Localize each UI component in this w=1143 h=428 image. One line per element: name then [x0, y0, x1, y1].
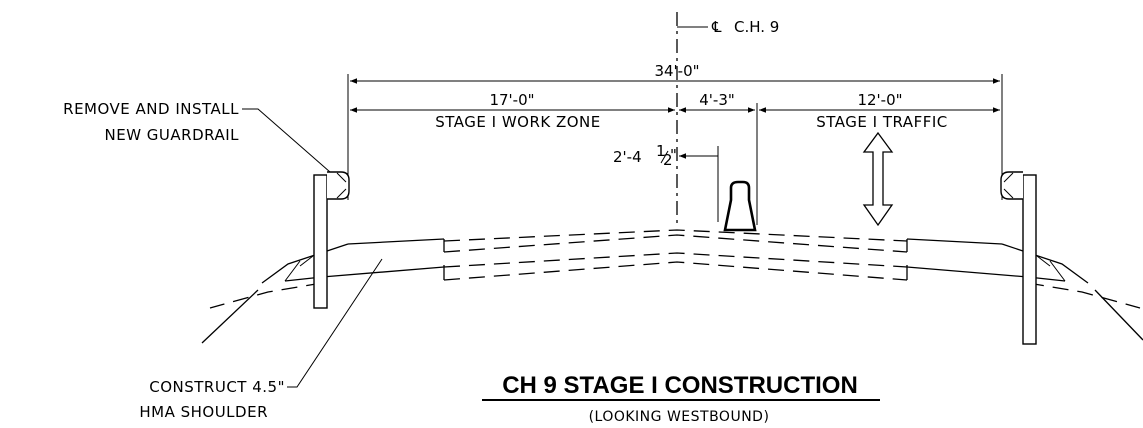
shoulder-slope-left-top [261, 243, 349, 284]
embankment-right-dashed [1027, 282, 1141, 309]
fraction-slash [660, 150, 669, 164]
barrier-to-centerline-fraction-numerator: 1 [656, 142, 666, 160]
embankment-right-slope [1094, 289, 1143, 341]
pavement-top-left [347, 238, 445, 245]
guardrail-beam-right-corrugation-1 [1003, 172, 1014, 183]
shoulder-slope-right-top [1001, 243, 1089, 284]
shoulder-hatch-left-1 [284, 260, 301, 282]
barrier-to-centerline-text: 2'-4 [613, 148, 642, 166]
guardrail-beam-left-corrugation-1 [336, 172, 347, 183]
work-zone-label: STAGE I WORK ZONE [435, 113, 601, 131]
traffic-direction-arrow [862, 131, 894, 227]
shoulder-note-line1: CONSTRUCT 4.5" [149, 378, 285, 396]
traffic-label: STAGE I TRAFFIC [816, 113, 947, 131]
proposed-base-line-2 [443, 261, 908, 281]
work-zone-dimension-text: 17'-0" [489, 91, 534, 109]
barrier-offset-dimension-text: 4'-3" [699, 91, 735, 109]
guardrail-beam-right [1000, 171, 1023, 200]
guardrail-note-line2: NEW GUARDRAIL [105, 126, 240, 144]
guardrail-beam-left-corrugation-2 [336, 188, 347, 199]
barrier-to-centerline-fraction-denominator: 2 [663, 151, 673, 169]
guardrail-note-leader [242, 108, 331, 173]
concrete-barrier [723, 180, 757, 232]
overall-dimension-text: 34'-0" [654, 62, 699, 80]
barrier-to-centerline-inch-mark: " [670, 146, 677, 164]
guardrail-note-line1: REMOVE AND INSTALL [63, 100, 239, 118]
shoulder-hatch-right-1 [1049, 260, 1066, 282]
guardrail-beam-left [327, 171, 350, 200]
shoulder-note-line2: HMA SHOULDER [139, 403, 268, 421]
embankment-left-dashed [209, 282, 323, 309]
traffic-dimension-text: 12'-0" [857, 91, 902, 109]
guardrail-post-right [1022, 174, 1037, 345]
centerline-label: C.H. 9 [734, 18, 779, 36]
shoulder-hatch-right-2 [1036, 255, 1051, 267]
pavement-bottom-right [906, 266, 1029, 278]
shoulder-hatch-left-2 [299, 255, 314, 267]
drawing-title: CH 9 STAGE I CONSTRUCTION [502, 372, 858, 399]
proposed-surface-line-1 [443, 229, 908, 242]
shoulder-note-leader [287, 258, 383, 388]
guardrail-post-left [313, 174, 328, 309]
pavement-top-right [906, 238, 1003, 245]
proposed-surface-line-2 [443, 234, 908, 253]
drawing-subtitle: (LOOKING WESTBOUND) [589, 409, 770, 425]
pavement-bottom-left [321, 266, 445, 278]
guardrail-beam-right-corrugation-2 [1003, 188, 1014, 199]
proposed-base-line-1 [443, 252, 908, 268]
centerline-symbol: ℄ [711, 18, 722, 36]
embankment-left-slope [201, 289, 259, 344]
